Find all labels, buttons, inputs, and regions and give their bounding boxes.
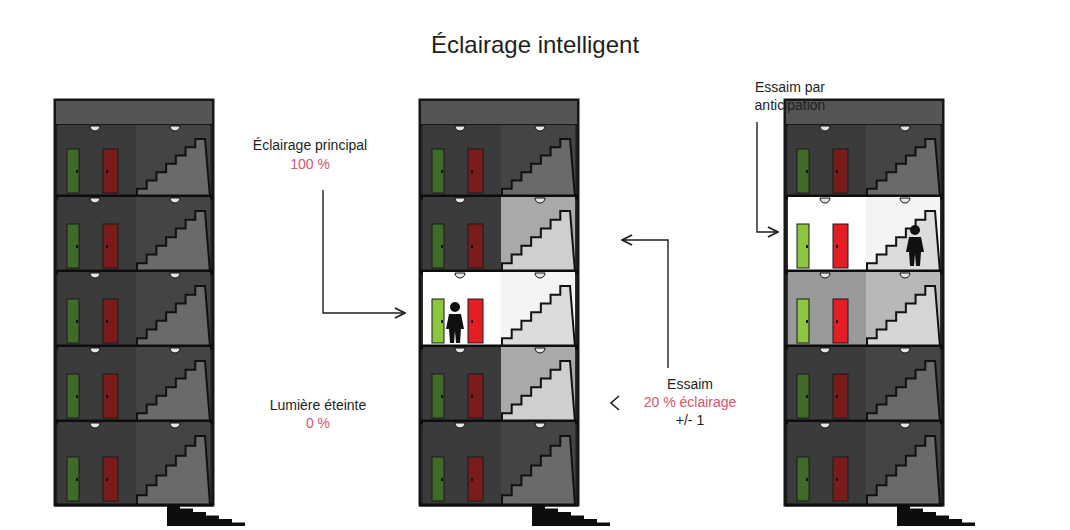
- annotation-label: 20 % éclairage: [644, 393, 737, 411]
- stairwell: [55, 100, 245, 526]
- annotation-label: Éclairage principal: [253, 136, 367, 154]
- annotation-label: Lumière éteinte: [270, 396, 367, 414]
- annotation-label: 0 %: [306, 414, 330, 432]
- stairwell: [420, 100, 610, 526]
- stairwell: [785, 100, 975, 526]
- annotation-label: Essaim: [667, 375, 713, 393]
- annotation-label: Essaim par anticipation: [725, 78, 855, 114]
- annotation-label: 100 %: [290, 155, 330, 173]
- leader-arrows: [323, 122, 778, 410]
- annotation-label: +/- 1: [676, 411, 704, 429]
- diagram-title: Éclairage intelligent: [431, 30, 639, 60]
